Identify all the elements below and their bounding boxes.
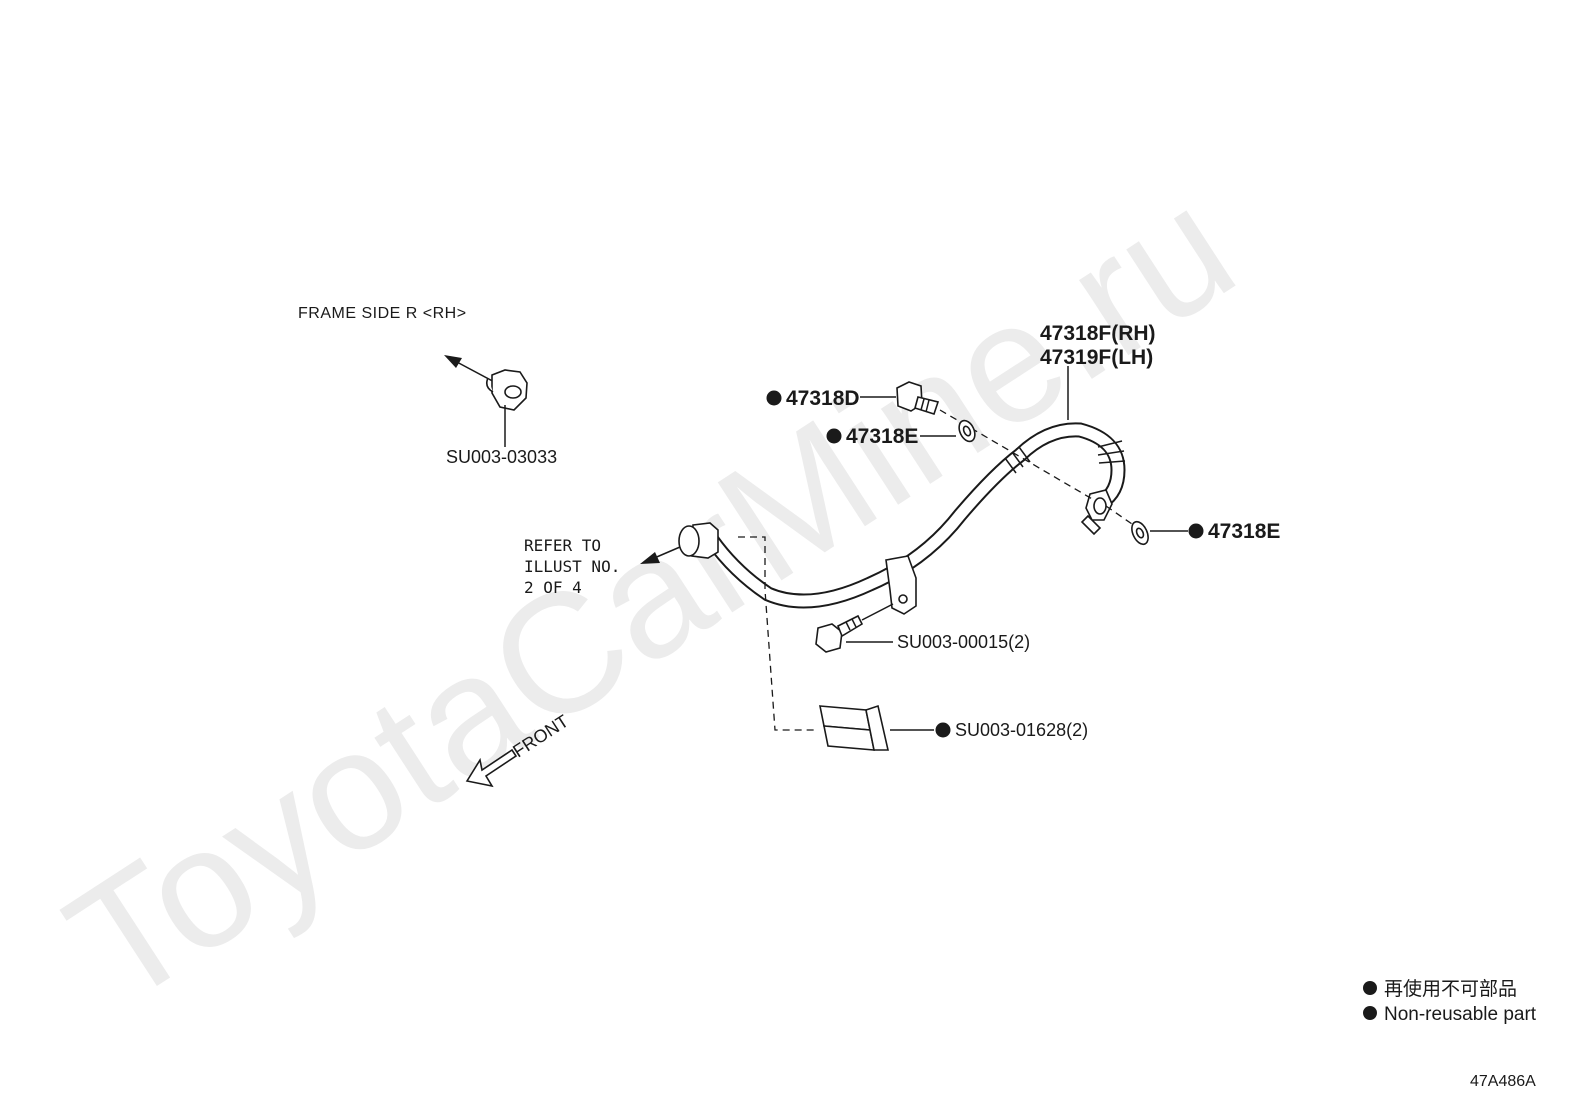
refer-label-line2: ILLUST NO. [524, 557, 620, 576]
gasket-alignment-line [1105, 505, 1133, 525]
non-reusable-dot-icon [766, 390, 782, 406]
frame-side-label: FRAME SIDE R <RH> [298, 305, 467, 322]
front-direction-arrow-icon [465, 748, 518, 788]
part-47318e-lower-label: 47318E [1208, 520, 1280, 543]
bolt-to-bracket-leader [861, 603, 894, 621]
legend-dot-icon [1363, 1006, 1377, 1020]
part-su003-01628-label: SU003-01628(2) [955, 720, 1088, 740]
part-47318f-rh-label: 47318F(RH) [1040, 322, 1156, 345]
legend-jp-text: 再使用不可部品 [1384, 978, 1517, 1000]
non-reusable-dot-icon [1188, 523, 1204, 539]
refer-label-line1: REFER TO [524, 536, 601, 555]
non-reusable-dot-icon [935, 722, 951, 738]
part-su003-00015-label: SU003-00015(2) [897, 632, 1030, 652]
diagram-id-label: 47A486A [1470, 1073, 1536, 1090]
union-bolt-illustration [896, 381, 940, 415]
legend-en-text: Non-reusable part [1384, 1004, 1537, 1025]
frame-nut-illustration [444, 355, 528, 447]
brake-tube-illustration [678, 422, 1126, 615]
gasket-upper-illustration [958, 419, 976, 443]
part-47318e-upper-label: 47318E [846, 425, 918, 448]
part-su003-03033-label: SU003-03033 [446, 447, 557, 467]
legend-dot-icon [1363, 981, 1377, 995]
refer-label-line3: 2 OF 4 [524, 578, 582, 597]
non-reusable-dot-icon [826, 428, 842, 444]
part-47319f-lh-label: 47319F(LH) [1040, 346, 1153, 369]
watermark-text: ToyotaCarMine.ru [37, 151, 1266, 1041]
refer-arrow [640, 546, 681, 564]
gasket-lower-illustration [1131, 520, 1149, 546]
clamp-location-line [738, 536, 816, 731]
clamp-illustration [819, 704, 890, 751]
part-47318d-label: 47318D [786, 387, 860, 410]
bracket-bolt-illustration [815, 614, 864, 653]
